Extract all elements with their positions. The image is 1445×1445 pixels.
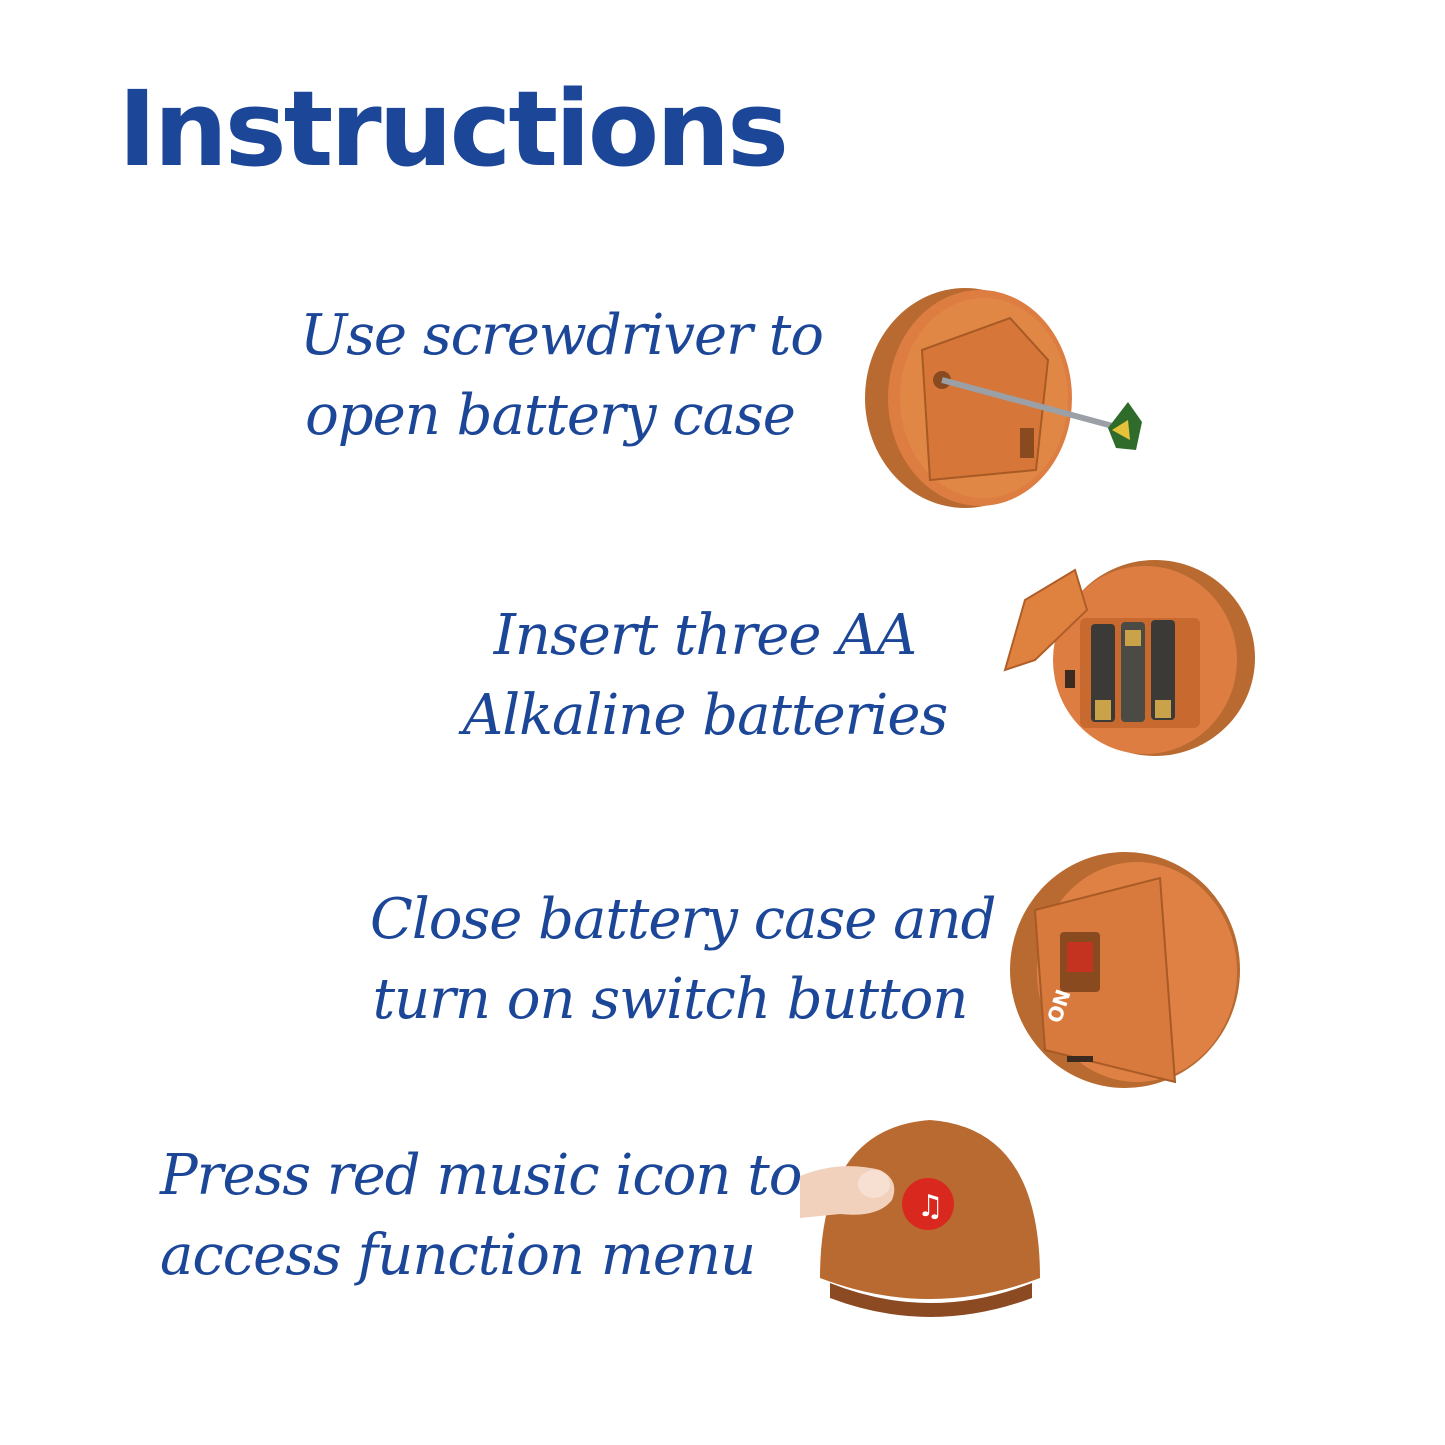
step-4-line-1: Press red music icon to [160, 1143, 802, 1208]
power-switch-icon: ON [1005, 850, 1245, 1090]
step-4-text: Press red music icon to access function … [160, 1136, 802, 1296]
screwdriver-battery-case-icon [860, 280, 1160, 520]
page-title: Instructions [118, 68, 789, 190]
step-2-line-1: Insert three AA [493, 603, 917, 668]
step-4-line-2: access function menu [160, 1223, 756, 1288]
step-2-line-2: Alkaline batteries [462, 683, 948, 748]
music-note-icon: ♫ [917, 1189, 944, 1224]
step-2-text: Insert three AA Alkaline batteries [455, 596, 955, 756]
step-1-line-2: open battery case [305, 383, 796, 448]
step-3-line-1: Close battery case and [370, 887, 996, 952]
step-3-text: Close battery case and turn on switch bu… [370, 880, 996, 1040]
step-1-line-1: Use screwdriver to [300, 303, 824, 368]
step-1-text: Use screwdriver to open battery case [300, 296, 824, 456]
music-button-press-icon: ♫ [800, 1108, 1060, 1328]
battery-compartment-icon [995, 550, 1265, 760]
step-3-line-2: turn on switch button [372, 967, 969, 1032]
